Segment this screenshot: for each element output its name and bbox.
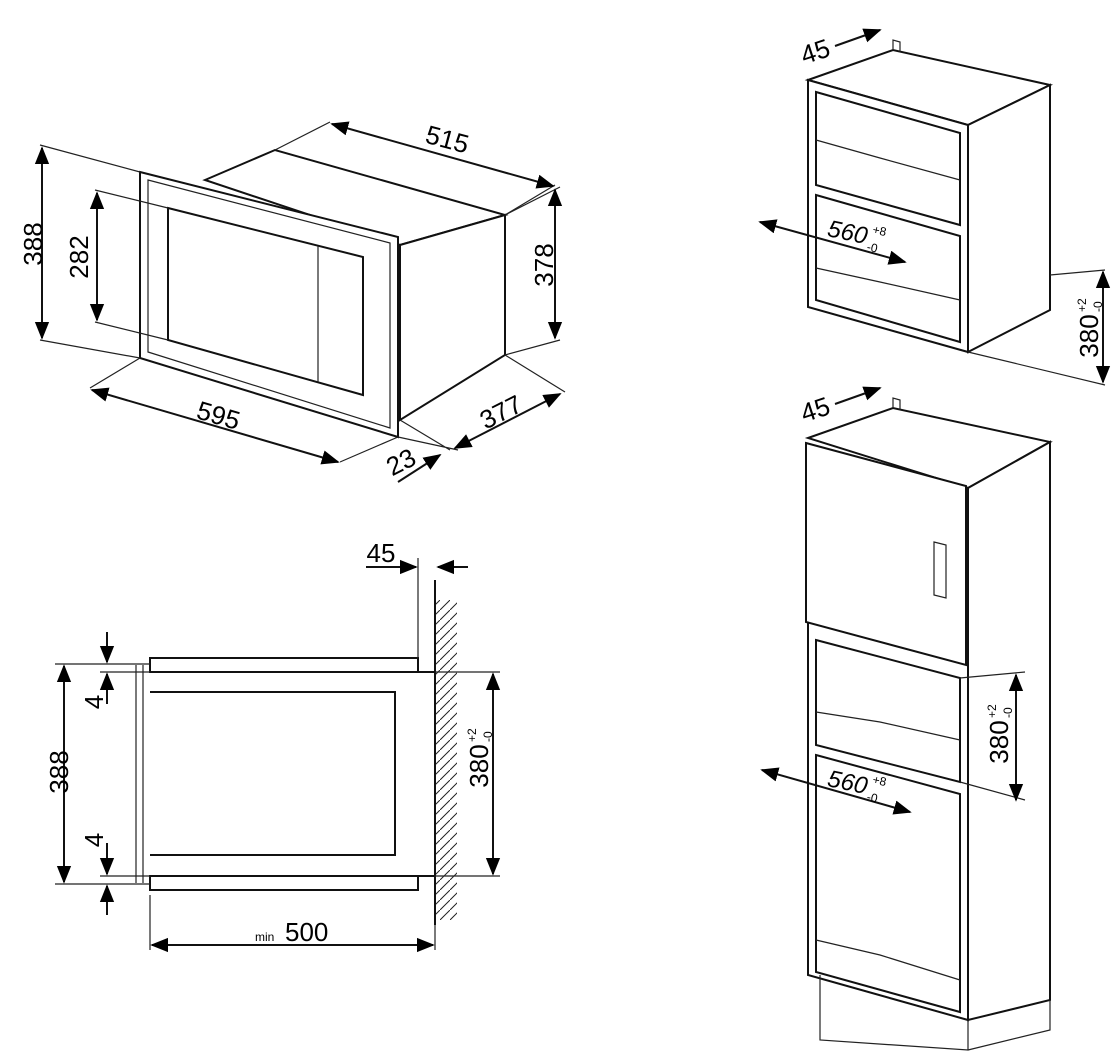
dim-label-gap-c: 45: [367, 538, 396, 568]
dim-line-gap-d: [834, 386, 882, 405]
dim-label-niche-height-d: 380 +2 -0: [984, 704, 1015, 764]
dim-line-niche-width-b: [758, 219, 907, 265]
cabinet-upper-shelf: [815, 139, 961, 181]
dim-line-gap-b: [834, 28, 882, 47]
niche-height-value-d: 380: [984, 720, 1014, 763]
extension-lines-c: [55, 663, 150, 885]
dim-label-depth: 378: [529, 243, 559, 286]
shelf-bottom: [149, 875, 419, 891]
appliance-window: [167, 206, 364, 397]
appliance-side: [399, 213, 506, 422]
niche-width-tol-minus-d: -0: [866, 790, 880, 806]
shelf-top: [149, 657, 419, 673]
dim-label-niche-height-b: 380 +2 -0: [1074, 298, 1105, 358]
cabinet-niche-view: 45 560 +8 -0 380 +2 -0: [758, 28, 1111, 386]
appliance-section-body: [150, 691, 396, 856]
dim-label-gap-d: 45: [797, 391, 834, 428]
appliance-frame-lines: [135, 665, 144, 883]
niche-height-tol-plus-d: +2: [985, 704, 999, 718]
dim-line-niche-width-d: [760, 767, 912, 815]
niche-height-value-c: 380: [464, 744, 494, 787]
appliance-isometric-view: 388 282 515 378 595 377 23: [18, 119, 566, 483]
dim-label-total-height-c: 388: [44, 750, 74, 793]
dim-label-gap-top-c: 4: [79, 695, 109, 709]
dim-label-gap-bottom-c: 4: [79, 833, 109, 847]
dim-label-gap-b: 45: [797, 33, 834, 70]
column-lower-opening: [815, 753, 961, 1014]
niche-height-tol-minus-d: -0: [1001, 707, 1015, 718]
column-back-panel: [892, 397, 901, 410]
dim-label-width: 515: [422, 119, 472, 159]
dim-label-min-depth: 500: [285, 917, 328, 947]
dim-label-frame-depth: 23: [381, 442, 420, 482]
cabinet-niche-floor: [815, 267, 961, 301]
appliance-section-outline: [150, 671, 435, 877]
column-upper-door: [805, 441, 967, 667]
extension-lines-bottom: [89, 357, 399, 463]
extension-lines-side: [397, 354, 566, 451]
extension-lines-top: [274, 121, 556, 216]
side-section-view: 45 388 4 4 380 +2 -0 min 500: [44, 538, 501, 953]
dim-label-height-inner: 282: [64, 235, 94, 278]
column-plinth: [819, 975, 1051, 1051]
appliance-front-bevel: [147, 179, 391, 429]
extension-lines-left: [39, 144, 169, 359]
cabinet-back-panel: [892, 39, 901, 52]
cabinet-side: [967, 83, 1051, 354]
door-handle: [933, 541, 947, 599]
dim-line-side-depth: [453, 393, 562, 449]
dim-label-min: min: [255, 930, 274, 944]
extension-lines-c-3: [435, 671, 500, 877]
niche-width-tol-plus-b: +8: [871, 222, 888, 239]
niche-height-tol-plus-c: +2: [465, 728, 479, 742]
extension-lines-c-2: [149, 558, 436, 950]
niche-height-tol-plus-b: +2: [1075, 298, 1089, 312]
cabinet-niche-opening: [815, 193, 961, 344]
dim-label-front-width: 595: [193, 395, 243, 436]
dim-line-width: [330, 121, 555, 189]
column-niche-floor: [815, 711, 961, 741]
dim-label-side-depth: 377: [475, 389, 527, 435]
niche-height-tol-minus-c: -0: [481, 731, 495, 742]
column-lower-floor: [815, 939, 961, 981]
dim-line-front-width: [90, 387, 340, 465]
cabinet-upper-opening: [815, 90, 961, 227]
niche-width-tol-minus-b: -0: [866, 240, 880, 256]
dim-label-height-outer: 388: [18, 222, 48, 265]
wall-hatching: [435, 600, 457, 920]
dim-label-niche-height-c: 380 +2 -0: [464, 728, 495, 788]
niche-width-tol-plus-d: +8: [871, 772, 888, 789]
dim-line-frame-depth: [397, 454, 442, 483]
niche-height-value-b: 380: [1074, 314, 1104, 357]
column-cabinet-view: 45 560 +8 -0 380 +2 -0: [760, 386, 1053, 1051]
niche-height-tol-minus-b: -0: [1091, 301, 1105, 312]
